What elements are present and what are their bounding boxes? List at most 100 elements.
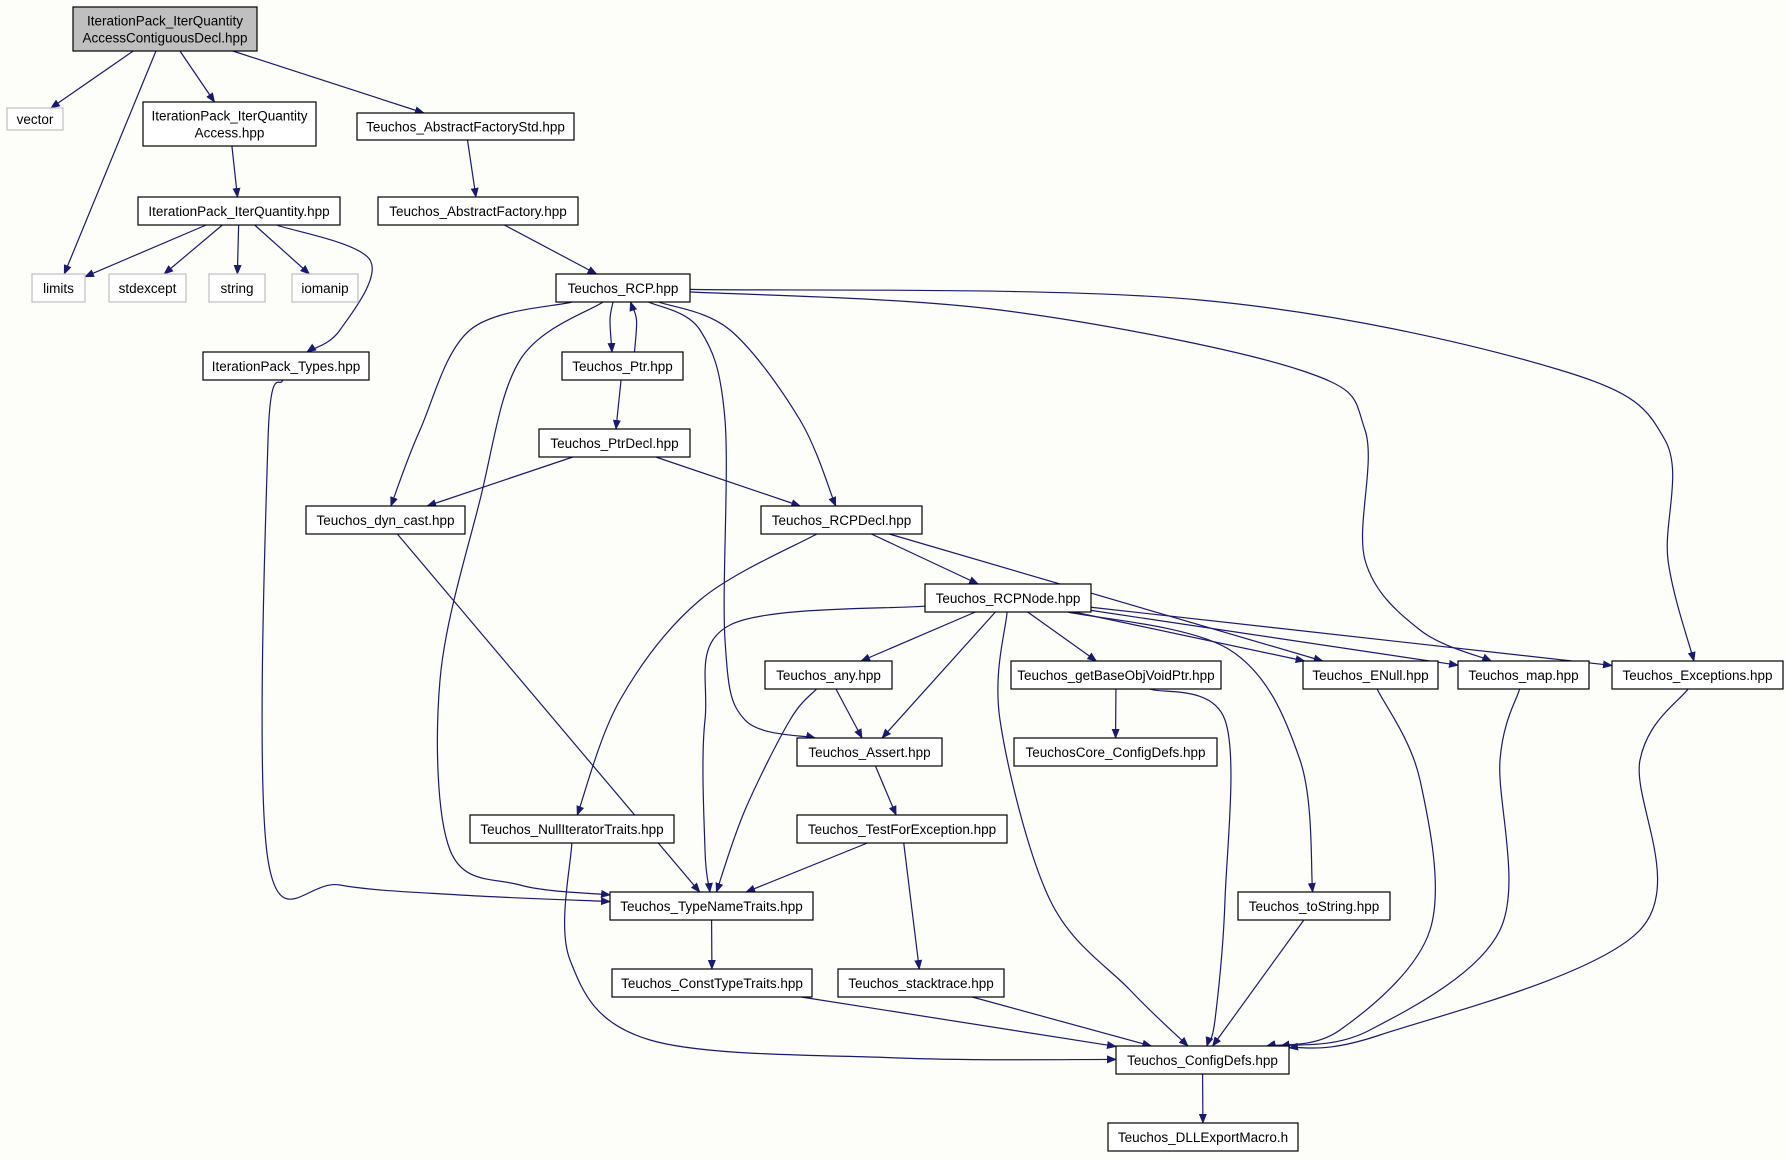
node-box [611, 968, 813, 998]
node-label: limits [43, 281, 74, 296]
node-label: Teuchos_AbstractFactory.hpp [389, 204, 567, 219]
node-label: Teuchos_RCPNode.hpp [936, 591, 1081, 606]
node-any[interactable]: Teuchos_any.hpp [764, 660, 893, 690]
node-root[interactable]: IterationPack_IterQuantityAccessContiguo… [72, 6, 258, 52]
node-label: Teuchos_Ptr.hpp [572, 359, 673, 374]
node-consttype[interactable]: Teuchos_ConstTypeTraits.hpp [611, 968, 813, 998]
node-vector: vector [6, 107, 64, 131]
node-box [469, 814, 675, 844]
edge-testfor-to-stacktrace [903, 842, 923, 970]
node-iq[interactable]: IterationPack_IterQuantity.hpp [137, 196, 341, 226]
node-box [291, 273, 359, 303]
node-box [108, 273, 187, 303]
edge-iq-to-types [276, 224, 373, 353]
node-box [356, 112, 575, 141]
node-afstd[interactable]: Teuchos_AbstractFactoryStd.hpp [356, 112, 575, 141]
edge-rcpnode-to-enull [1073, 611, 1306, 664]
edge-rcp-to-exceptions [689, 288, 1696, 662]
node-string: string [208, 273, 266, 303]
node-box [1010, 660, 1222, 690]
edge-getbase-to-configdefs [1149, 688, 1232, 1047]
node-box [208, 273, 266, 303]
edge-rcpnode-to-assert [881, 611, 996, 739]
edge-iq-to-string [233, 224, 242, 275]
edge-ptr-to-ptrdecl [612, 379, 622, 430]
node-label: Teuchos_toString.hpp [1249, 899, 1380, 914]
edge-tostring-to-configdefs [1212, 919, 1305, 1047]
node-box [1611, 660, 1784, 690]
node-typename[interactable]: Teuchos_TypeNameTraits.hpp [609, 891, 814, 921]
edge-iq-to-limits [84, 224, 207, 278]
node-box [1107, 1122, 1299, 1152]
node-box [72, 6, 258, 52]
edge-root-to-vector [50, 50, 134, 109]
node-box [1115, 1045, 1290, 1075]
edge-rcp-to-typename [436, 301, 611, 898]
node-rcpnode[interactable]: Teuchos_RCPNode.hpp [924, 583, 1092, 613]
node-box [1302, 660, 1439, 690]
node-ptr[interactable]: Teuchos_Ptr.hpp [561, 351, 684, 381]
node-testfor[interactable]: Teuchos_TestForException.hpp [796, 814, 1008, 844]
node-rcp[interactable]: Teuchos_RCP.hpp [555, 273, 691, 303]
node-configdefs[interactable]: Teuchos_ConfigDefs.hpp [1115, 1045, 1290, 1075]
node-label: Teuchos_TestForException.hpp [808, 822, 996, 837]
node-label: Teuchos_RCP.hpp [568, 281, 679, 296]
edge-rcp-to-assert [648, 301, 816, 740]
node-label: Teuchos_DLLExportMacro.h [1118, 1130, 1288, 1145]
node-ptrdecl[interactable]: Teuchos_PtrDecl.hpp [538, 428, 691, 458]
node-box [377, 196, 579, 226]
node-label: Teuchos_PtrDecl.hpp [550, 436, 678, 451]
node-layer: IterationPack_IterQuantityAccessContiguo… [6, 6, 1784, 1152]
node-box [609, 891, 814, 921]
edge-rcp-to-map [689, 291, 1493, 662]
node-box [561, 351, 684, 381]
node-dllexport[interactable]: Teuchos_DLLExportMacro.h [1107, 1122, 1299, 1152]
edge-iq-to-iomanip [254, 224, 311, 275]
node-nulliter[interactable]: Teuchos_NullIteratorTraits.hpp [469, 814, 675, 844]
edge-nulliter-to-configdefs [564, 842, 1117, 1064]
node-map[interactable]: Teuchos_map.hpp [1457, 660, 1590, 690]
node-box [760, 505, 923, 535]
node-label: TeuchosCore_ConfigDefs.hpp [1025, 745, 1205, 760]
node-stacktrace[interactable]: Teuchos_stacktrace.hpp [837, 968, 1005, 998]
node-dyncast[interactable]: Teuchos_dyn_cast.hpp [305, 505, 466, 535]
node-label: Teuchos_getBaseObjVoidPtr.hpp [1017, 668, 1214, 683]
node-tostring[interactable]: Teuchos_toString.hpp [1237, 891, 1391, 921]
node-getbase[interactable]: Teuchos_getBaseObjVoidPtr.hpp [1010, 660, 1222, 690]
node-label: Teuchos_Exceptions.hpp [1622, 668, 1772, 683]
node-types[interactable]: IterationPack_Types.hpp [202, 351, 370, 381]
node-box [555, 273, 691, 303]
node-label: iomanip [301, 281, 348, 296]
node-exceptions[interactable]: Teuchos_Exceptions.hpp [1611, 660, 1784, 690]
node-label: Access.hpp [195, 126, 265, 141]
node-label: Teuchos_any.hpp [776, 668, 881, 683]
edge-iq-to-stdexcept [163, 224, 223, 275]
node-box [31, 273, 86, 303]
node-rcpdecl[interactable]: Teuchos_RCPDecl.hpp [760, 505, 923, 535]
edge-afstd-to-af [466, 139, 479, 198]
edge-root-to-limits [63, 50, 157, 275]
edge-map-to-configdefs [1279, 688, 1521, 1049]
edge-rcp-to-ptr [607, 301, 616, 353]
node-label: vector [17, 112, 54, 127]
edge-rcpnode-to-configdefs [997, 611, 1189, 1047]
node-box [796, 814, 1008, 844]
node-box [538, 428, 691, 458]
edge-layer [50, 50, 1696, 1124]
edge-stacktrace-to-configdefs [972, 996, 1153, 1048]
node-af[interactable]: Teuchos_AbstractFactory.hpp [377, 196, 579, 226]
edge-iqa-to-iq [231, 145, 241, 198]
node-box [1013, 737, 1218, 767]
node-enull[interactable]: Teuchos_ENull.hpp [1302, 660, 1439, 690]
edge-assert-to-testfor [874, 765, 897, 816]
node-assert[interactable]: Teuchos_Assert.hpp [796, 737, 943, 767]
node-coreconfig[interactable]: TeuchosCore_ConfigDefs.hpp [1013, 737, 1218, 767]
edge-ptrdecl-to-rcpdecl [655, 456, 802, 507]
edge-root-to-iqa [179, 50, 216, 103]
node-label: AccessContiguousDecl.hpp [82, 31, 247, 46]
edge-consttype-to-configdefs [801, 996, 1117, 1049]
node-label: stdexcept [119, 281, 177, 296]
node-label: Teuchos_ConstTypeTraits.hpp [621, 976, 803, 991]
